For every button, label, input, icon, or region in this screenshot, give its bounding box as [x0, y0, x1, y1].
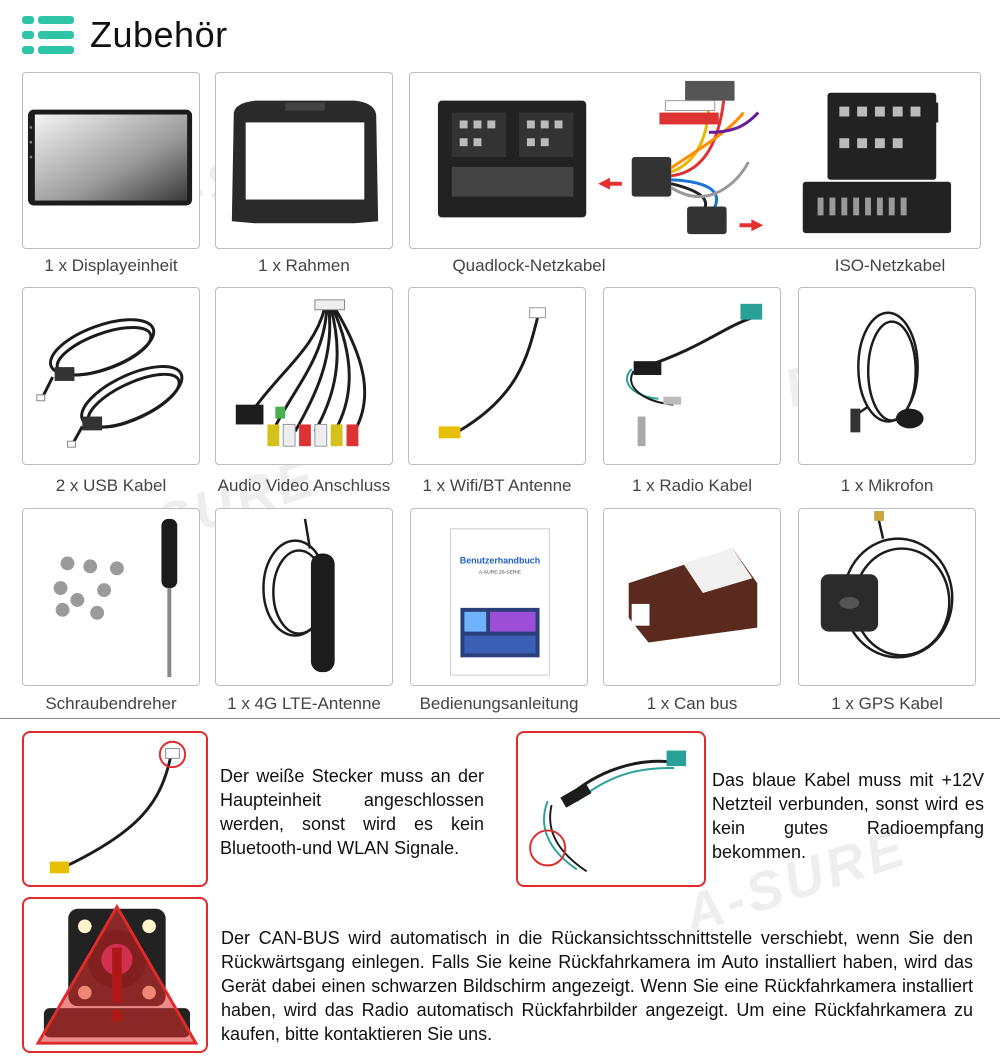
item-card-radio	[603, 287, 781, 465]
harness-image	[437, 80, 952, 235]
microphone-image	[850, 311, 924, 433]
item-card-av	[215, 287, 393, 465]
note-text-radio: Das blaue Kabel muss mit +12V Netzteil v…	[712, 770, 984, 862]
note-text-canbus: Der CAN-BUS wird automatisch in die Rück…	[221, 928, 973, 1044]
item-label-screwdriver: Schraubendreher	[45, 694, 177, 713]
divider	[0, 718, 1000, 719]
manual-title: Benutzerhandbuch	[460, 555, 540, 565]
av-cable-image	[235, 299, 367, 447]
rear-camera-image	[35, 903, 199, 1045]
screwdriver-image	[53, 518, 178, 678]
item-label-canbus: 1 x Can bus	[646, 694, 738, 713]
item-label-iso: ISO-Netzkabel	[834, 256, 946, 275]
radio-connector-image	[529, 750, 687, 873]
item-card-wifi	[408, 287, 586, 465]
item-card-mic	[798, 287, 976, 465]
item-label-quadlock: Quadlock-Netzkabel	[452, 256, 606, 275]
usb-cable-image	[36, 318, 184, 448]
item-label-display: 1 x Displayeinheit	[44, 256, 178, 275]
page-title: Zubehör	[90, 14, 228, 55]
item-label-mic: 1 x Mikrofon	[840, 476, 934, 495]
canbus-image	[628, 548, 758, 643]
item-card-display	[22, 72, 200, 249]
note-image-radio	[516, 731, 706, 887]
item-card-frame	[215, 72, 393, 249]
item-label-usb: 2 x USB Kabel	[55, 476, 167, 495]
note-image-wifi	[22, 731, 208, 887]
manual-image: Benutzerhandbuch A-SURE Z8-SERIE	[450, 528, 550, 676]
item-label-manual: Bedienungsanleitung	[419, 694, 579, 713]
item-label-wifi: 1 x Wifi/BT Antenne	[422, 476, 572, 495]
wifi-connector-image	[49, 740, 187, 874]
note-image-camera	[22, 897, 208, 1053]
item-label-gps: 1 x GPS Kabel	[831, 694, 943, 713]
display-unit-image	[27, 109, 193, 206]
gps-cable-image	[820, 510, 954, 659]
item-card-usb	[22, 287, 200, 465]
item-card-lte	[215, 508, 393, 686]
item-label-radio: 1 x Radio Kabel	[631, 476, 753, 495]
radio-cable-image	[625, 303, 763, 447]
item-card-manual: Benutzerhandbuch A-SURE Z8-SERIE	[410, 508, 588, 686]
manual-subtitle: A-SURE Z8-SERIE	[479, 569, 522, 575]
item-label-frame: 1 x Rahmen	[258, 256, 350, 275]
item-card-canbus	[603, 508, 781, 686]
item-card-screwdriver	[22, 508, 200, 686]
item-label-av: Audio Video Anschluss	[217, 476, 391, 495]
item-card-harness	[409, 72, 981, 249]
lte-antenna-image	[262, 518, 335, 673]
item-label-lte: 1 x 4G LTE-Antenne	[227, 694, 381, 713]
note-text-wifi: Der weiße Stecker muss an der Haupteinhe…	[220, 766, 484, 858]
list-icon	[22, 14, 74, 56]
frame-image	[231, 100, 379, 224]
item-card-gps	[798, 508, 976, 686]
wifi-antenna-image	[438, 307, 546, 439]
section-header: Zubehör	[22, 12, 228, 58]
